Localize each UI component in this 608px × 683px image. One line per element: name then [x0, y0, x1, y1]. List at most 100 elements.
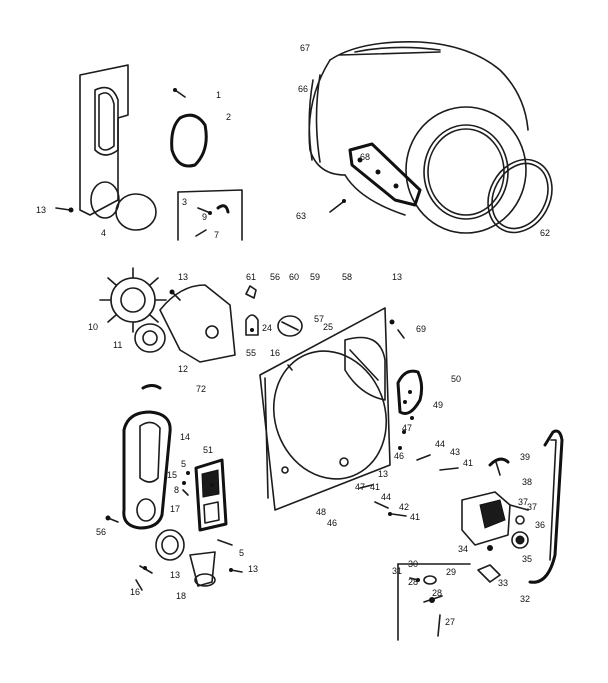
- callout-label: 41: [463, 458, 473, 468]
- front-screw-13: [55, 207, 74, 213]
- callout-label: 47: [402, 423, 412, 433]
- callout-label: 13: [36, 205, 46, 215]
- callout-label: 72: [196, 384, 206, 394]
- callout-label: 17: [170, 504, 180, 514]
- callout-label: 55: [246, 348, 256, 358]
- callout-label: 59: [310, 272, 320, 282]
- callout-label: 37: [518, 497, 528, 507]
- motor-bracket-parts: [245, 285, 303, 337]
- idler-belt-14: [122, 410, 172, 530]
- motor-33: [461, 491, 529, 549]
- motor-screw-34: [487, 545, 493, 551]
- callout-label: 28: [432, 588, 442, 598]
- thermostat-50: [396, 369, 424, 415]
- callout-label: 29: [446, 567, 456, 577]
- drum: [308, 41, 529, 234]
- drum-seal-ring: [487, 158, 553, 234]
- callout-label: 37: [527, 502, 537, 512]
- callout-label: 35: [522, 554, 532, 564]
- callout-label: 24: [262, 323, 272, 333]
- callout-label: 5: [181, 459, 186, 469]
- switch-parts: [182, 471, 190, 496]
- callout-label: 15: [167, 470, 177, 480]
- callout-label: 16: [130, 587, 140, 597]
- duct-56-screw: [105, 515, 119, 523]
- callout-label: 39: [520, 452, 530, 462]
- callout-label: 8: [174, 485, 179, 495]
- callout-label: 13: [170, 570, 180, 580]
- lower-screws: [135, 539, 243, 591]
- motor-clip-39: [488, 457, 510, 476]
- callout-label: 28: [408, 577, 418, 587]
- callout-label: 49: [433, 400, 443, 410]
- callout-label: 1: [216, 90, 221, 100]
- front-panel: [79, 64, 129, 219]
- callout-label: 41: [410, 512, 420, 522]
- callout-label: 9: [202, 212, 207, 222]
- rear-screws: [359, 319, 459, 517]
- callout-label: 3: [182, 197, 187, 207]
- pulley-17: [155, 529, 185, 561]
- callout-label: 18: [176, 591, 186, 601]
- callout-label: 58: [342, 272, 352, 282]
- callout-label: 31: [392, 566, 402, 576]
- callout-label: 32: [520, 594, 530, 604]
- callout-label: 30: [408, 559, 418, 569]
- callout-label: 2: [226, 112, 231, 122]
- callout-label: 10: [88, 322, 98, 332]
- door-seal: [170, 113, 208, 168]
- callout-label: 13: [378, 469, 388, 479]
- motor-mount-33: [477, 564, 501, 583]
- callout-label: 34: [458, 544, 468, 554]
- callout-label: 57: [314, 314, 324, 324]
- drum-screw: [329, 199, 346, 213]
- callout-label: 48: [316, 507, 326, 517]
- callout-label: 43: [450, 447, 460, 457]
- callout-label: 63: [296, 211, 306, 221]
- callout-label: 51: [203, 445, 213, 455]
- callout-label: 69: [416, 324, 426, 334]
- drum-baffle: [348, 142, 422, 207]
- callout-label: 62: [540, 228, 550, 238]
- callout-label: 11: [113, 340, 122, 350]
- callout-label: 61: [246, 272, 256, 282]
- callout-label: 16: [270, 348, 280, 358]
- duct-clip-72: [141, 384, 162, 390]
- callout-label: 44: [435, 439, 445, 449]
- callout-label: 44: [381, 492, 391, 502]
- callout-label: 14: [180, 432, 190, 442]
- control-panel-51: [194, 458, 228, 532]
- blower-wheel: [99, 267, 167, 333]
- callout-label: 67: [300, 43, 310, 53]
- callout-label: 27: [445, 617, 455, 627]
- callouts: 67 66 68 63 62 1 2 13 4 3 9 7 13 10 11 1…: [36, 43, 550, 627]
- callout-label: 46: [394, 451, 404, 461]
- callout-label: 56: [270, 272, 280, 282]
- callout-label: 56: [96, 527, 106, 537]
- callout-label: 7: [214, 230, 219, 240]
- drive-belt-32: [528, 429, 564, 584]
- callout-label: 41: [370, 482, 380, 492]
- callout-label: 47: [355, 482, 365, 492]
- callout-label: 60: [289, 272, 299, 282]
- latch-inset-box: [177, 189, 243, 241]
- callout-label: 46: [327, 518, 337, 528]
- callout-label: 5: [239, 548, 244, 558]
- callout-label: 42: [399, 502, 409, 512]
- callout-label: 38: [522, 477, 532, 487]
- rear-panel: [259, 307, 391, 511]
- callout-label: 13: [392, 272, 402, 282]
- callout-label: 12: [178, 364, 188, 374]
- small-screw-1: [173, 88, 186, 98]
- blower-housing: [134, 284, 236, 363]
- callout-label: 33: [498, 578, 508, 588]
- timer-inset: [397, 563, 471, 641]
- callout-label: 4: [101, 228, 106, 238]
- blower-screw-13: [169, 289, 181, 301]
- callout-label: 36: [535, 520, 545, 530]
- callout-label: 68: [360, 152, 370, 162]
- callout-label: 13: [178, 272, 188, 282]
- callout-label: 13: [248, 564, 258, 574]
